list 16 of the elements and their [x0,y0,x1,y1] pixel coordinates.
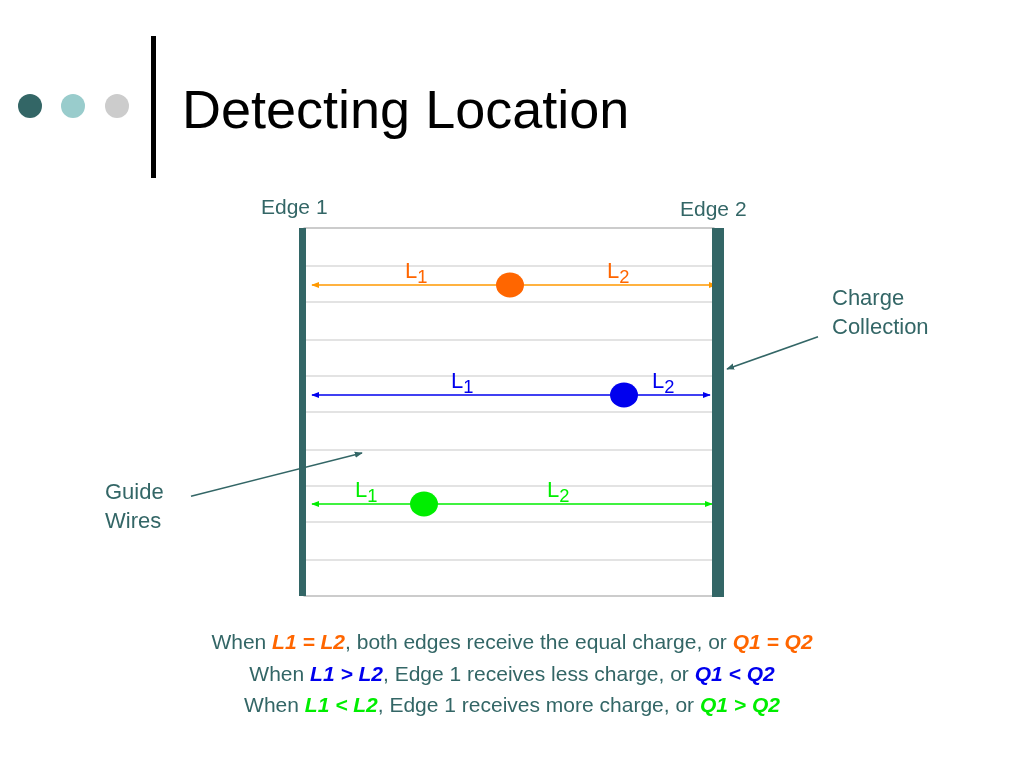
callout-text: Charge Collection [832,284,930,341]
length-label: L$_{2}$ [547,477,570,507]
length-label: L$_{1}$ [355,477,378,507]
edge-name: Edge 1 [261,195,328,220]
condition-sentence: When L1 > L2, Edge 1 receives less charge, or Q1 < Q2 [249,662,775,687]
length-label: L$_{2}$ [652,368,675,398]
slide-title: Detecting Location [182,78,630,141]
condition-sentence: When L1 = L2, both edges receive the equal charge, or Q1 = Q2 [211,630,813,655]
condition-sentence: When L1 < L2, Edge 1 receives more charge, or Q1 > Q2 [244,693,780,718]
edge-name: Edge 2 [680,197,747,222]
leader-arrow [726,336,819,370]
leader-arrow [190,451,363,497]
length-label: L$_{2}$ [607,258,630,288]
callout-text: Guide Wires [105,478,165,535]
length-label: L$_{1}$ [405,258,428,288]
length-label: L$_{1}$ [451,368,474,398]
